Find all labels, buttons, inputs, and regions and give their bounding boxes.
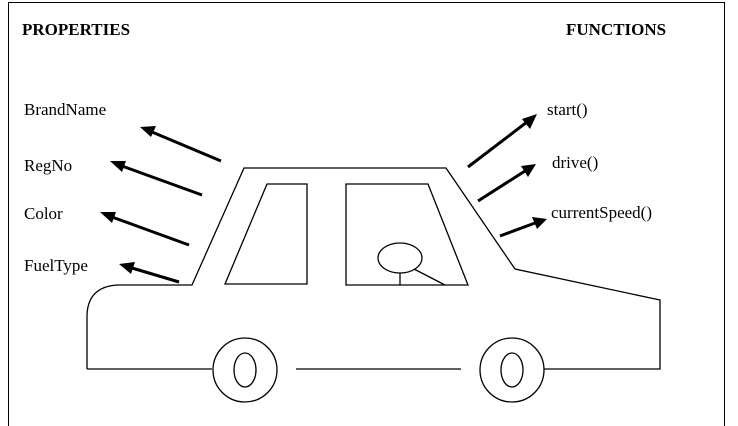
steering-line (413, 268, 446, 286)
rear-window (345, 183, 469, 286)
front-wheel (212, 337, 278, 403)
arrow-brandname (140, 126, 222, 163)
arrow-currentspeed (499, 217, 547, 238)
arrow-start (467, 114, 537, 169)
property-label-fueltype: FuelType (24, 256, 88, 275)
function-label-drive: drive() (552, 153, 599, 172)
property-label-regno: RegNo (24, 156, 73, 175)
property-label-color: Color (24, 204, 63, 223)
functions-heading: FUNCTIONS (566, 20, 667, 39)
property-label-brandname: BrandName (24, 100, 107, 119)
function-label-currentspeed: currentSpeed() (551, 203, 653, 222)
arrow-regno (110, 161, 203, 197)
front-hubcap (233, 352, 257, 388)
function-label-start: start() (547, 100, 588, 119)
arrow-drive (477, 164, 536, 203)
driver-head (377, 242, 423, 274)
diagram-frame (8, 2, 725, 426)
arrow-color (100, 212, 190, 247)
arrow-fueltype (119, 262, 180, 284)
rear-hubcap (500, 352, 524, 388)
rear-wheel (479, 337, 545, 403)
car-body (86, 167, 661, 370)
front-window (224, 183, 308, 285)
properties-heading: PROPERTIES (22, 20, 131, 39)
